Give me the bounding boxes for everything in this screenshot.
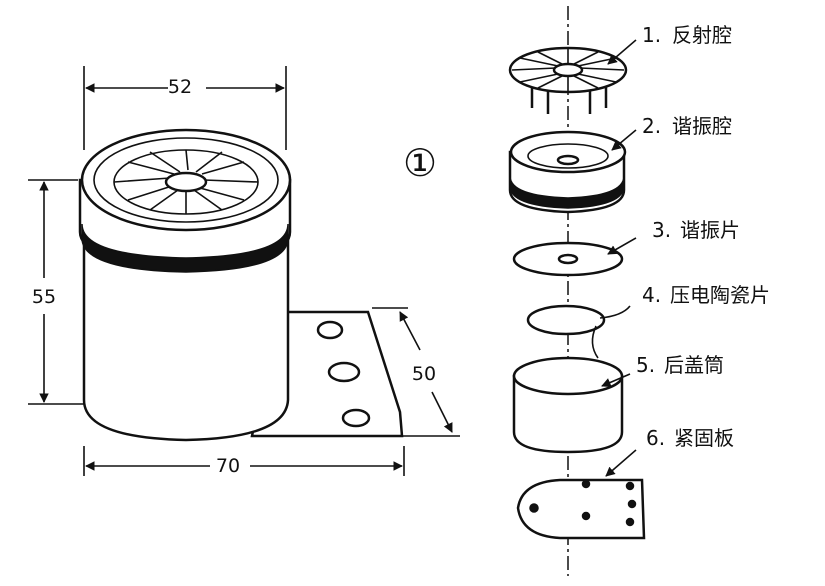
cylinder-top-inner-rim [93,137,279,223]
cylinder-body [82,230,290,442]
label-part-1-number: 1. [642,23,661,47]
dim-height-label: 55 [32,286,56,308]
part-reflector-cavity [508,46,628,114]
label-part-6-name: 紧固板 [674,426,734,450]
label-part-5-number: 5. [636,353,655,377]
dim-height [28,179,84,405]
label-part-2-number: 2. [642,114,661,138]
dim-overall-width-label: 70 [216,455,240,477]
part-resonant-cavity [508,130,627,214]
label-part-4-number: 4. [642,283,661,307]
part-piezo-disc [526,304,631,359]
plate-hole-2 [327,361,361,383]
leader-lines [601,39,637,477]
figure-marker: ① [403,141,437,185]
plate-hole-1 [316,320,344,340]
part-resonant-disc [512,241,624,277]
label-part-3-number: 3. [652,218,671,242]
part-back-cover [512,356,624,454]
cylinder-dark-band [81,223,289,273]
assembled-view [78,128,404,442]
top-reflector-pattern [113,149,259,215]
dim-plate-depth [372,307,460,437]
label-part-2-name: 谐振腔 [672,114,732,138]
part-labels: 1. 反射腔 2. 谐振腔 3. 谐振片 4. 压电陶瓷片 5. 后盖筒 6. … [636,23,770,450]
dim-overall-width [83,446,405,476]
label-part-3-name: 谐振片 [680,218,740,242]
label-part-1-name: 反射腔 [672,23,732,47]
dim-top-width [83,66,287,150]
label-part-5-name: 后盖筒 [664,353,724,377]
dim-top-width-label: 52 [168,76,192,98]
label-part-4-name: 压电陶瓷片 [670,283,770,307]
dim-plate-depth-label: 50 [412,363,436,385]
part-fixing-plate [516,478,646,540]
label-part-6-number: 6. [646,426,665,450]
plate-hole-3 [341,408,371,428]
